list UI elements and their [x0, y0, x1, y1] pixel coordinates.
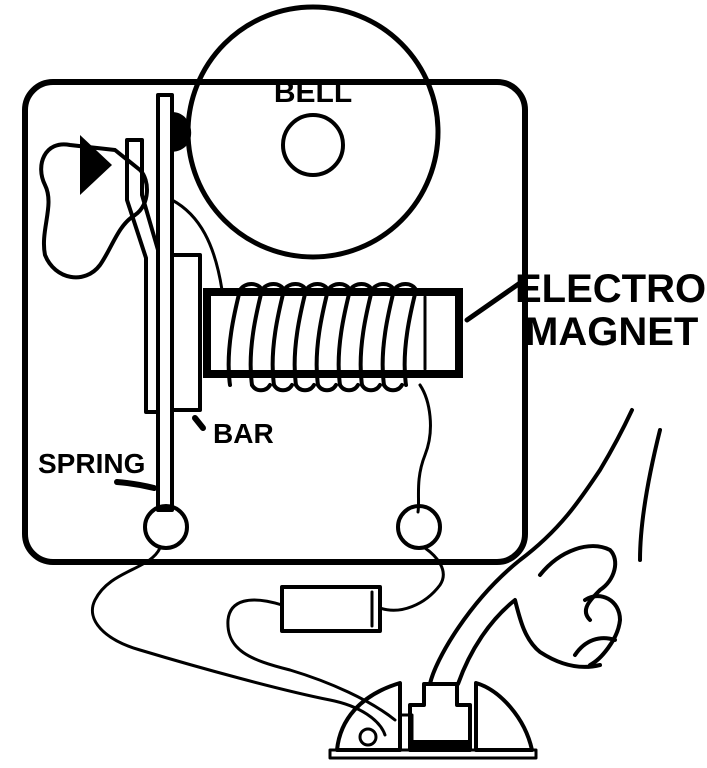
bracket-tab [80, 135, 112, 195]
bar-label: BAR [213, 418, 274, 449]
clapper-hammer [172, 112, 192, 152]
electromagnet-core [203, 288, 463, 378]
armature-rod [156, 93, 174, 512]
push-button [328, 681, 538, 760]
iron-bar [170, 253, 202, 412]
wire-battery-to-terminal [378, 546, 445, 612]
wire-loop [358, 727, 378, 747]
wire-coil-to-terminal [416, 383, 432, 514]
electromagnet-leader [464, 280, 523, 323]
coil-windings [226, 282, 418, 393]
mounting-bracket [39, 142, 149, 280]
left-terminal [143, 504, 189, 550]
electromagnet-label-line2: MAGNET [525, 310, 698, 354]
pressing-hand [428, 408, 662, 686]
bell-label: BELL [274, 76, 352, 109]
spring-leader [114, 479, 157, 491]
bell-center-bolt [281, 113, 345, 177]
wire-armature-to-coil [170, 198, 224, 292]
right-terminal [396, 504, 442, 550]
contact-spring [125, 138, 160, 414]
spring-label: SPRING [38, 448, 145, 479]
electromagnet-label-line1: ELECTRO- [515, 267, 707, 311]
wire-left-terminal [90, 546, 387, 737]
battery [280, 585, 382, 633]
bar-leader [192, 415, 206, 431]
wire-battery-to-push [226, 598, 397, 722]
base-board [22, 79, 528, 565]
bell-gong [185, 4, 441, 260]
